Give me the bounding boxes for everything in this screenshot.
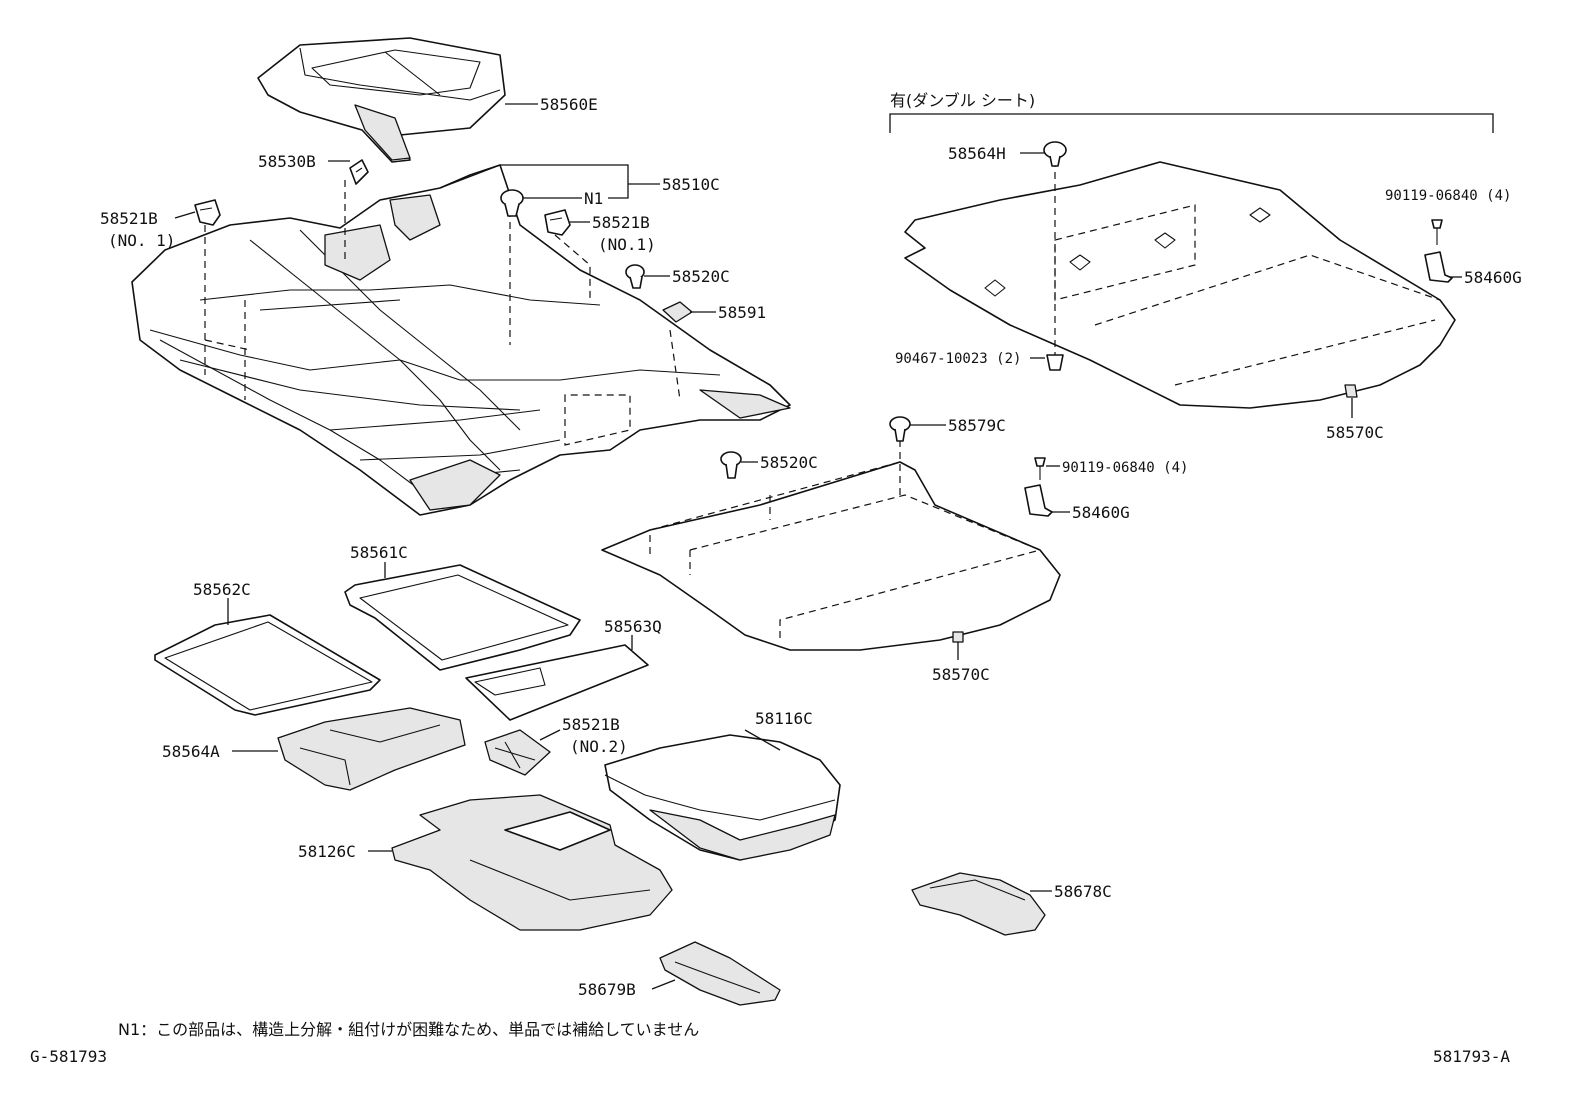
label-58521B-right-sub: (NO.1) [598,235,656,254]
clip-58579C-icon [889,416,911,442]
label-58520C-lower: 58520C [760,453,818,472]
part-58570C-lower-drawing [601,461,1061,651]
label-58521B-right: 58521B [592,213,650,232]
label-90467: 90467-10023 (2) [895,351,1021,367]
label-58521B-no2-sub: (NO.2) [570,737,628,756]
part-58460G-lower-icon [1024,484,1053,517]
label-58564A: 58564A [162,742,220,761]
label-90119-lower: 90119-06840 (4) [1062,460,1188,476]
footnote-n1: N1：この部品は、構造上分解・組付けが困難なため、単品では補給していません [118,1020,699,1039]
label-58570C-upper: 58570C [1326,423,1384,442]
part-58562C-drawing [154,614,381,716]
clip-58521B-left-icon [194,199,221,226]
label-58521B-no2: 58521B [562,715,620,734]
bolt-90119-upper-icon [1431,219,1443,245]
part-58460G-upper-icon [1424,251,1453,283]
part-58564A-drawing [277,707,466,791]
label-58530B: 58530B [258,152,316,171]
leader-58510C [439,164,660,199]
group-label: 有(ダンブル シート) [890,91,1035,110]
part-58510C-drawing [131,164,791,516]
label-58521B-left-sub: (NO. 1) [108,231,175,250]
part-58116C-drawing [604,734,841,861]
label-58561C: 58561C [350,543,408,562]
label-58560E: 58560E [540,95,598,114]
label-58126C: 58126C [298,842,356,861]
part-58521B-no2-icon [484,729,551,776]
label-58520C-upper: 58520C [672,267,730,286]
label-n1: N1 [584,189,603,208]
label-58460G-upper: 58460G [1464,268,1522,287]
clip-90467-icon [1046,354,1064,371]
clip-n1-icon [500,189,524,217]
label-58460G-lower: 58460G [1072,503,1130,522]
label-58116C: 58116C [755,709,813,728]
clip-58520C-upper-icon [625,264,645,289]
part-58570C-upper-drawing [904,161,1456,409]
label-58679B: 58679B [578,980,636,999]
label-90119-upper: 90119-06840 (4) [1385,188,1511,204]
part-58560E-drawing [257,37,506,163]
clip-58520C-lower-icon [720,451,742,479]
label-58562C: 58562C [193,580,251,599]
part-58126C-drawing [391,794,673,931]
group-bracket [889,113,1494,133]
label-58591: 58591 [718,303,766,322]
part-58564H-icon [1043,141,1067,167]
label-58563Q: 58563Q [604,617,662,636]
label-58521B-left: 58521B [100,209,158,228]
label-58570C-lower: 58570C [932,665,990,684]
part-58561C-drawing [344,564,581,671]
clip-58530B-icon [349,159,369,185]
figure-ref: 581793-A [1433,1047,1510,1066]
figure-id: G-581793 [30,1047,107,1066]
part-58678C-drawing [911,872,1046,936]
clip-58521B-right-icon [544,209,571,236]
label-58564H: 58564H [948,144,1006,163]
part-58563Q-drawing [465,644,649,721]
label-58579C: 58579C [948,416,1006,435]
label-58510C: 58510C [662,175,720,194]
label-58678C: 58678C [1054,882,1112,901]
bolt-90119-lower-icon [1034,457,1046,480]
part-58679B-drawing [659,941,781,1006]
